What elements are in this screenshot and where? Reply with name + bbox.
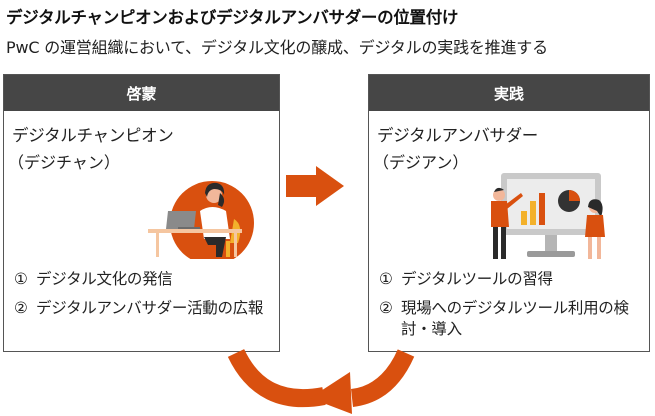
forward-arrow: [286, 166, 344, 206]
champion-panel-header: 啓蒙: [4, 75, 279, 111]
item-text: デジタルアンバサダー活動の広報: [36, 299, 264, 317]
presentation-screen-illustration: [491, 173, 605, 259]
ambassador-panel: 実践 デジタルアンバサダー （デジアン） ① デジタルツールの習得: [368, 74, 650, 352]
list-item: ① デジタルツールの習得: [379, 269, 639, 290]
item-text: デジタル文化の発信: [36, 270, 173, 288]
list-item: ② 現場へのデジタルツール利用の検討・導入: [379, 298, 639, 340]
champion-nickname: （デジチャン）: [8, 153, 120, 172]
champion-panel: 啓蒙 デジタルチャンピオン （デジチャン） ① デジタル文化の発信 ② デジタル…: [3, 74, 280, 352]
champion-name: デジタルチャンピオン: [12, 126, 174, 145]
ambassador-name: デジタルアンバサダー: [377, 126, 539, 145]
person-at-laptop-illustration: [148, 181, 254, 259]
item-number: ①: [14, 270, 28, 288]
ambassador-nickname: （デジアン）: [373, 153, 469, 172]
ambassador-panel-header: 実践: [369, 75, 649, 111]
item-text: 現場へのデジタルツール利用の検討・導入: [401, 299, 629, 338]
item-number: ①: [379, 270, 393, 288]
return-arrow-head: [310, 372, 352, 414]
item-number: ②: [379, 299, 393, 317]
item-number: ②: [14, 299, 28, 317]
diagram-subtitle: PwC の運営組織において、デジタル文化の醸成、デジタルの実践を推進する: [6, 38, 548, 57]
champion-item-list: ① デジタル文化の発信 ② デジタルアンバサダー活動の広報: [14, 269, 274, 327]
ambassador-item-list: ① デジタルツールの習得 ② 現場へのデジタルツール利用の検討・導入: [379, 269, 639, 348]
list-item: ① デジタル文化の発信: [14, 269, 274, 290]
return-arc-left: [227, 348, 326, 408]
item-text: デジタルツールの習得: [401, 270, 553, 288]
return-arc-right: [350, 349, 415, 407]
list-item: ② デジタルアンバサダー活動の広報: [14, 298, 274, 319]
diagram-title: デジタルチャンピオンおよびデジタルアンバサダーの位置付け: [6, 8, 459, 27]
